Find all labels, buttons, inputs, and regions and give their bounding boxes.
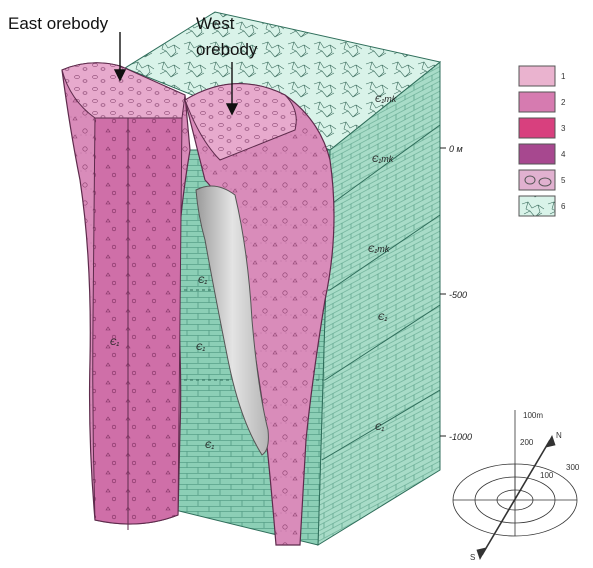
- svg-text:200: 200: [520, 438, 534, 447]
- west-orebody-label-line2: orebody: [196, 40, 257, 60]
- svg-text:Є₁: Є₁: [198, 275, 207, 285]
- compass-rose: 100m 200 300 100 N S: [453, 410, 580, 562]
- west-orebody-label-line1: West: [196, 14, 234, 34]
- svg-text:Є₁: Є₁: [110, 337, 119, 347]
- svg-text:100m: 100m: [523, 411, 543, 420]
- legend-swatch-3: [519, 118, 555, 138]
- svg-text:6: 6: [561, 202, 566, 211]
- legend-swatch-2: [519, 92, 555, 112]
- svg-text:3: 3: [561, 124, 566, 133]
- svg-text:N: N: [556, 431, 562, 440]
- svg-text:-1000: -1000: [449, 432, 472, 442]
- svg-text:Є₁: Є₁: [375, 422, 384, 432]
- svg-text:Є₁: Є₁: [205, 440, 214, 450]
- svg-text:300: 300: [566, 463, 580, 472]
- svg-text:4: 4: [561, 150, 566, 159]
- legend-swatch-6: [519, 196, 555, 216]
- svg-text:2: 2: [561, 98, 566, 107]
- svg-text:-500: -500: [449, 290, 467, 300]
- svg-text:Є₁mk: Є₁mk: [372, 154, 394, 164]
- svg-text:1: 1: [561, 72, 566, 81]
- svg-text:100: 100: [540, 471, 554, 480]
- svg-text:Є₁mk: Є₁mk: [375, 94, 397, 104]
- legend-swatch-4: [519, 144, 555, 164]
- east-orebody-front-face: [93, 115, 182, 524]
- svg-text:Є₁: Є₁: [196, 342, 205, 352]
- svg-text:Є₁mk: Є₁mk: [368, 244, 390, 254]
- legend: 1 2 3 4 5 6: [519, 66, 566, 216]
- depth-scale: 0 м -500 -1000: [440, 144, 472, 442]
- svg-text:5: 5: [561, 176, 566, 185]
- legend-swatch-1: [519, 66, 555, 86]
- svg-text:0 м: 0 м: [449, 144, 463, 154]
- east-orebody-label: East orebody: [8, 14, 108, 34]
- svg-text:S: S: [470, 553, 475, 562]
- svg-text:Є₁: Є₁: [378, 312, 387, 322]
